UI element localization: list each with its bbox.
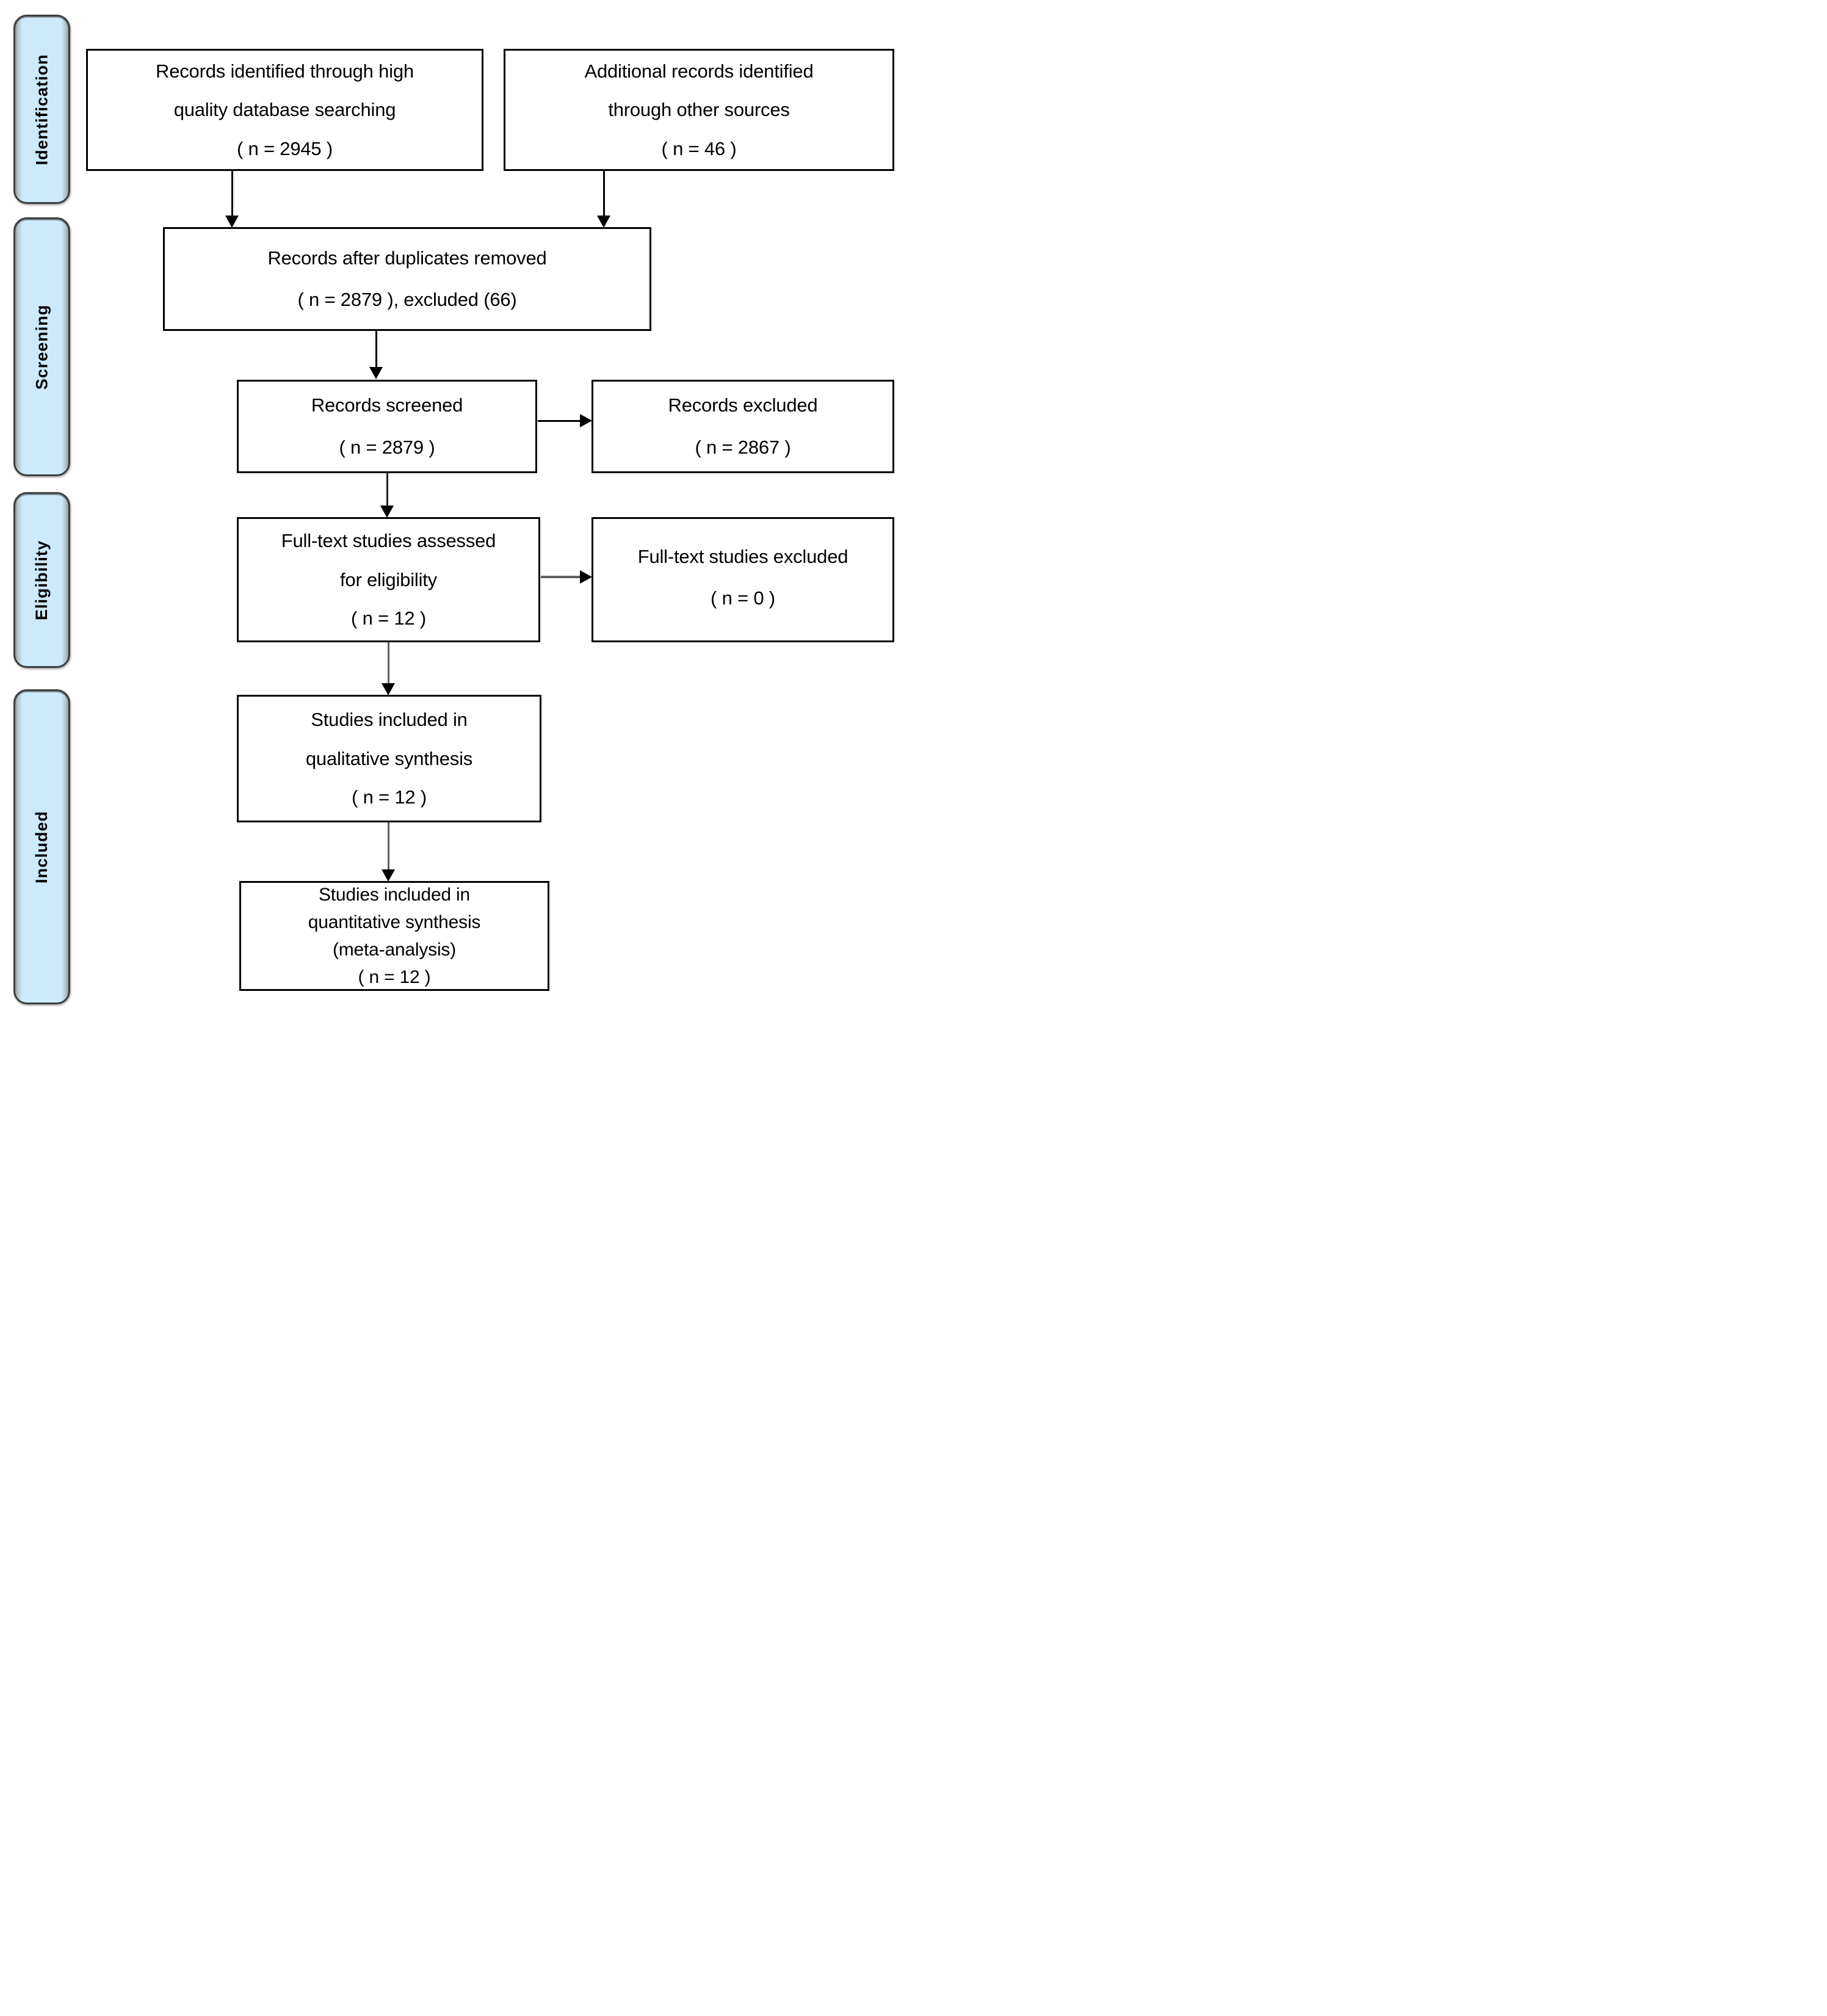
- stage-eligibility-label: Eligibility: [32, 540, 51, 620]
- box-records-screened-line1: Records screened: [311, 394, 463, 416]
- box-fulltext-excluded-count: ( n = 0 ): [711, 587, 775, 609]
- box-fulltext-excluded-line1: Full-text studies excluded: [637, 546, 848, 567]
- box-qualitative-synthesis-count: ( n = 12 ): [352, 786, 427, 808]
- box-fulltext-assessed: Full-text studies assessed for eligibili…: [237, 517, 540, 642]
- box-additional-records: Additional records identified through ot…: [504, 49, 894, 171]
- box-fulltext-assessed-count: ( n = 12 ): [351, 607, 426, 629]
- box-fulltext-assessed-line1: Full-text studies assessed: [281, 530, 496, 552]
- box-records-identified: Records identified through high quality …: [86, 49, 483, 171]
- arrow-screened-to-fulltext-line: [386, 473, 388, 507]
- arrow-identified-to-duplicates-head: [225, 216, 239, 228]
- box-records-excluded-line1: Records excluded: [668, 394, 818, 416]
- box-additional-records-line1: Additional records identified: [584, 60, 814, 82]
- arrow-additional-to-duplicates-line: [603, 171, 605, 217]
- arrow-qualitative-to-quantitative-line: [388, 822, 389, 871]
- stage-eligibility: Eligibility: [13, 492, 70, 668]
- stage-identification: Identification: [13, 15, 70, 204]
- arrow-duplicates-to-screened-line: [375, 330, 377, 369]
- box-duplicates-removed-line1: Records after duplicates removed: [267, 247, 547, 269]
- arrow-additional-to-duplicates-head: [597, 216, 610, 228]
- box-qualitative-synthesis-line1: Studies included in: [311, 709, 468, 731]
- box-quantitative-synthesis-line3: (meta-analysis): [332, 940, 457, 960]
- arrow-qualitative-to-quantitative-head: [382, 869, 395, 882]
- box-quantitative-synthesis-line1: Studies included in: [318, 885, 471, 905]
- arrow-fulltext-to-fulltext-excluded-head: [580, 570, 592, 584]
- box-records-identified-line2: quality database searching: [173, 99, 396, 121]
- arrow-fulltext-to-fulltext-excluded-line: [541, 576, 582, 578]
- box-fulltext-excluded: Full-text studies excluded ( n = 0 ): [592, 517, 894, 642]
- box-records-excluded: Records excluded ( n = 2867 ): [592, 380, 894, 473]
- stage-screening-label: Screening: [32, 304, 51, 390]
- prisma-flow-diagram: { "colors": { "background": "#ffffff", "…: [0, 0, 914, 1008]
- arrow-duplicates-to-screened-head: [369, 367, 383, 379]
- arrow-fulltext-to-qualitative-head: [382, 683, 395, 695]
- box-records-identified-line1: Records identified through high: [156, 60, 414, 82]
- box-records-screened: Records screened ( n = 2879 ): [237, 380, 537, 473]
- box-additional-records-count: ( n = 46 ): [661, 137, 737, 159]
- arrow-screened-to-fulltext-head: [380, 506, 394, 518]
- stage-identification-label: Identification: [32, 54, 51, 165]
- stage-included-label: Included: [32, 810, 51, 883]
- box-qualitative-synthesis-line2: qualitative synthesis: [305, 747, 473, 769]
- arrow-screened-to-excluded-line: [538, 420, 582, 422]
- box-duplicates-removed: Records after duplicates removed ( n = 2…: [163, 227, 651, 331]
- stage-screening: Screening: [13, 217, 70, 476]
- box-qualitative-synthesis: Studies included in qualitative synthesi…: [237, 695, 541, 822]
- box-quantitative-synthesis: Studies included in quantitative synthes…: [239, 881, 549, 991]
- stage-included: Included: [13, 689, 70, 1004]
- box-duplicates-removed-count: ( n = 2879 ), excluded (66): [297, 289, 517, 310]
- box-additional-records-line2: through other sources: [608, 99, 790, 121]
- box-fulltext-assessed-line2: for eligibility: [340, 568, 437, 590]
- arrow-screened-to-excluded-head: [580, 414, 592, 427]
- box-quantitative-synthesis-line2: quantitative synthesis: [308, 912, 481, 932]
- arrow-fulltext-to-qualitative-line: [388, 642, 389, 685]
- box-records-screened-count: ( n = 2879 ): [339, 436, 435, 458]
- box-records-identified-count: ( n = 2945 ): [236, 137, 333, 159]
- arrow-identified-to-duplicates-line: [231, 171, 233, 217]
- box-quantitative-synthesis-count: ( n = 12 ): [358, 967, 431, 987]
- box-records-excluded-count: ( n = 2867 ): [695, 436, 791, 458]
